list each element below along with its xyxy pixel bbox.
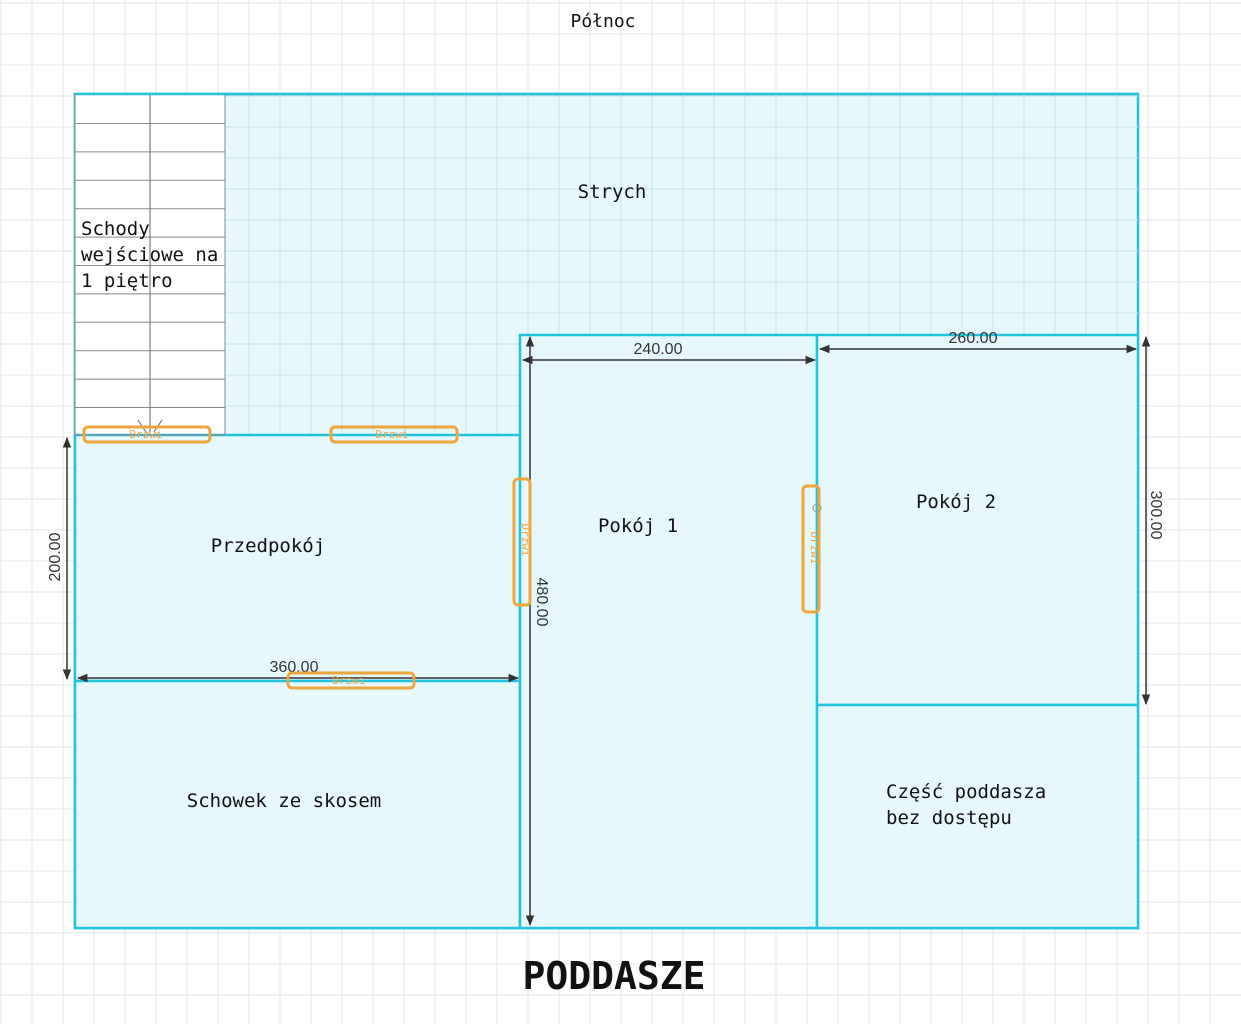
svg-text:300.00: 300.00 — [1147, 491, 1164, 540]
svg-text:480.00: 480.00 — [533, 578, 550, 627]
north-label: Północ — [570, 11, 635, 32]
label-przedpokoj: Przedpokój — [211, 535, 325, 557]
dimension-200: 200.00 — [47, 436, 72, 681]
label-pokoj1: Pokój 1 — [598, 515, 678, 537]
svg-text:Drzwi: Drzwi — [332, 674, 365, 687]
svg-text:Drzwi: Drzwi — [375, 428, 408, 441]
door-stairs[interactable]: Drzwi — [82, 425, 212, 444]
stairs-label-line2: wejściowe na — [81, 244, 218, 266]
door-pokoj2[interactable]: Drzwi — [801, 484, 822, 614]
label-czesc-line2: bez dostępu — [886, 807, 1012, 829]
room-czesc-poddasza[interactable] — [815, 703, 1140, 930]
dimension-240: 240.00 — [521, 341, 817, 365]
label-pokoj2: Pokój 2 — [916, 491, 996, 513]
stairs-label-line3: 1 piętro — [81, 270, 173, 292]
svg-text:260.00: 260.00 — [949, 330, 998, 347]
room-schowek[interactable] — [73, 679, 522, 930]
floor-title: PODDASZE — [522, 954, 705, 998]
room-pokoj2[interactable] — [815, 333, 1140, 707]
dimension-260: 260.00 — [818, 330, 1138, 354]
door-strych[interactable]: Drzwi — [329, 425, 459, 444]
door-schowek[interactable]: Drzwi — [286, 671, 416, 690]
svg-text:Drzwi: Drzwi — [808, 531, 821, 564]
svg-text:Drzwi: Drzwi — [129, 428, 162, 441]
svg-text:Drzwi: Drzwi — [519, 523, 532, 556]
svg-text:240.00: 240.00 — [634, 341, 683, 358]
stairs[interactable]: Schody wejściowe na 1 piętro — [74, 93, 226, 436]
room-przedpokoj[interactable] — [73, 433, 522, 683]
label-czesc-line1: Część poddasza — [886, 781, 1046, 803]
stairs-label-line1: Schody — [81, 218, 150, 240]
dimension-480: 480.00 — [525, 335, 550, 927]
label-schowek: Schowek ze skosem — [187, 790, 381, 812]
svg-text:200.00: 200.00 — [47, 532, 64, 581]
label-strych: Strych — [578, 181, 647, 203]
dimension-300: 300.00 — [1141, 335, 1164, 706]
room-pokoj1[interactable] — [518, 333, 819, 930]
door-pokoj1[interactable]: Drzwi — [512, 477, 532, 607]
